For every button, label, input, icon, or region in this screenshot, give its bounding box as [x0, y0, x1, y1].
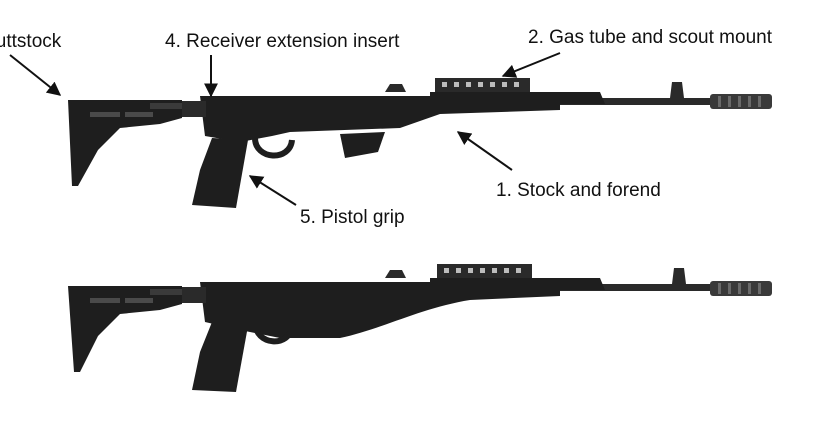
barrel	[560, 284, 710, 291]
arrow-gas-tube	[501, 52, 561, 78]
front-sight	[672, 268, 686, 284]
label-pistol-grip: 5. Pistol grip	[300, 207, 405, 228]
buttstock	[68, 100, 182, 186]
stock-tube	[150, 103, 182, 109]
arrow-buttstock	[9, 54, 62, 96]
label-stock-forend: 1. Stock and forend	[496, 180, 661, 201]
label-gas-tube-scout-mount: 2. Gas tube and scout mount	[528, 27, 772, 48]
front-sight	[670, 82, 684, 98]
barrel	[560, 98, 710, 105]
stock-body	[200, 282, 560, 338]
stock-body	[200, 96, 560, 142]
label-buttstock: 3. Buttstock	[0, 31, 62, 52]
forend	[430, 92, 605, 104]
buttstock	[68, 286, 182, 372]
rear-sight	[385, 84, 406, 92]
lower-rifle	[68, 264, 772, 392]
magazine	[340, 132, 385, 158]
receiver-extension	[180, 287, 206, 303]
rear-sight	[385, 270, 406, 278]
pistol-grip	[192, 138, 248, 208]
arrow-pistol-grip	[248, 175, 297, 206]
trigger-guard	[252, 321, 295, 345]
trigger-guard	[252, 137, 295, 159]
forend	[430, 278, 605, 290]
arrow-stock-forend	[456, 131, 513, 171]
upper-rifle	[68, 78, 772, 208]
receiver-extension	[180, 101, 206, 117]
pistol-grip	[192, 322, 248, 392]
stock-tube	[150, 289, 182, 295]
label-receiver-extension-insert: 4. Receiver extension insert	[165, 31, 400, 52]
